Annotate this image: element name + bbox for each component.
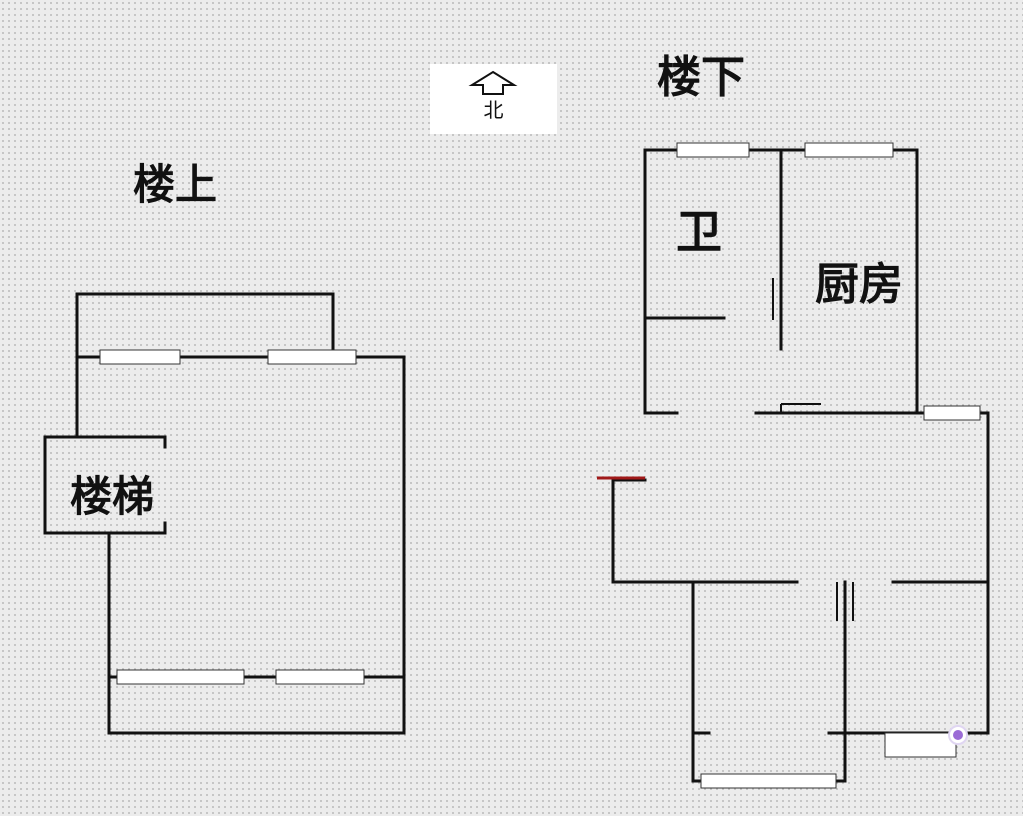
window <box>804 142 894 158</box>
room-label-kitchen: 厨房 <box>815 259 903 310</box>
downstairs-walls <box>611 148 990 783</box>
door-markers <box>772 278 854 621</box>
downstairs-windows <box>676 142 981 789</box>
upstairs-windows <box>99 349 365 685</box>
north-compass: 北 <box>430 64 557 134</box>
north-arrow-icon <box>468 70 518 95</box>
upstairs-title: 楼上 <box>133 160 218 209</box>
cursor-marker <box>948 725 968 745</box>
compass-label: 北 <box>483 98 504 122</box>
window <box>676 142 750 158</box>
downstairs-title: 楼下 <box>657 52 745 103</box>
window <box>923 405 981 421</box>
cursor-dot <box>953 730 963 740</box>
stairs-box-wall <box>43 435 167 535</box>
window <box>884 732 957 758</box>
window <box>99 349 181 365</box>
window <box>275 669 365 685</box>
room-label-stairs: 楼梯 <box>70 472 155 521</box>
room-label-bathroom: 卫 <box>676 205 722 259</box>
window <box>700 773 837 789</box>
window <box>267 349 357 365</box>
window <box>116 669 245 685</box>
upstairs-balcony-wall <box>75 292 335 359</box>
